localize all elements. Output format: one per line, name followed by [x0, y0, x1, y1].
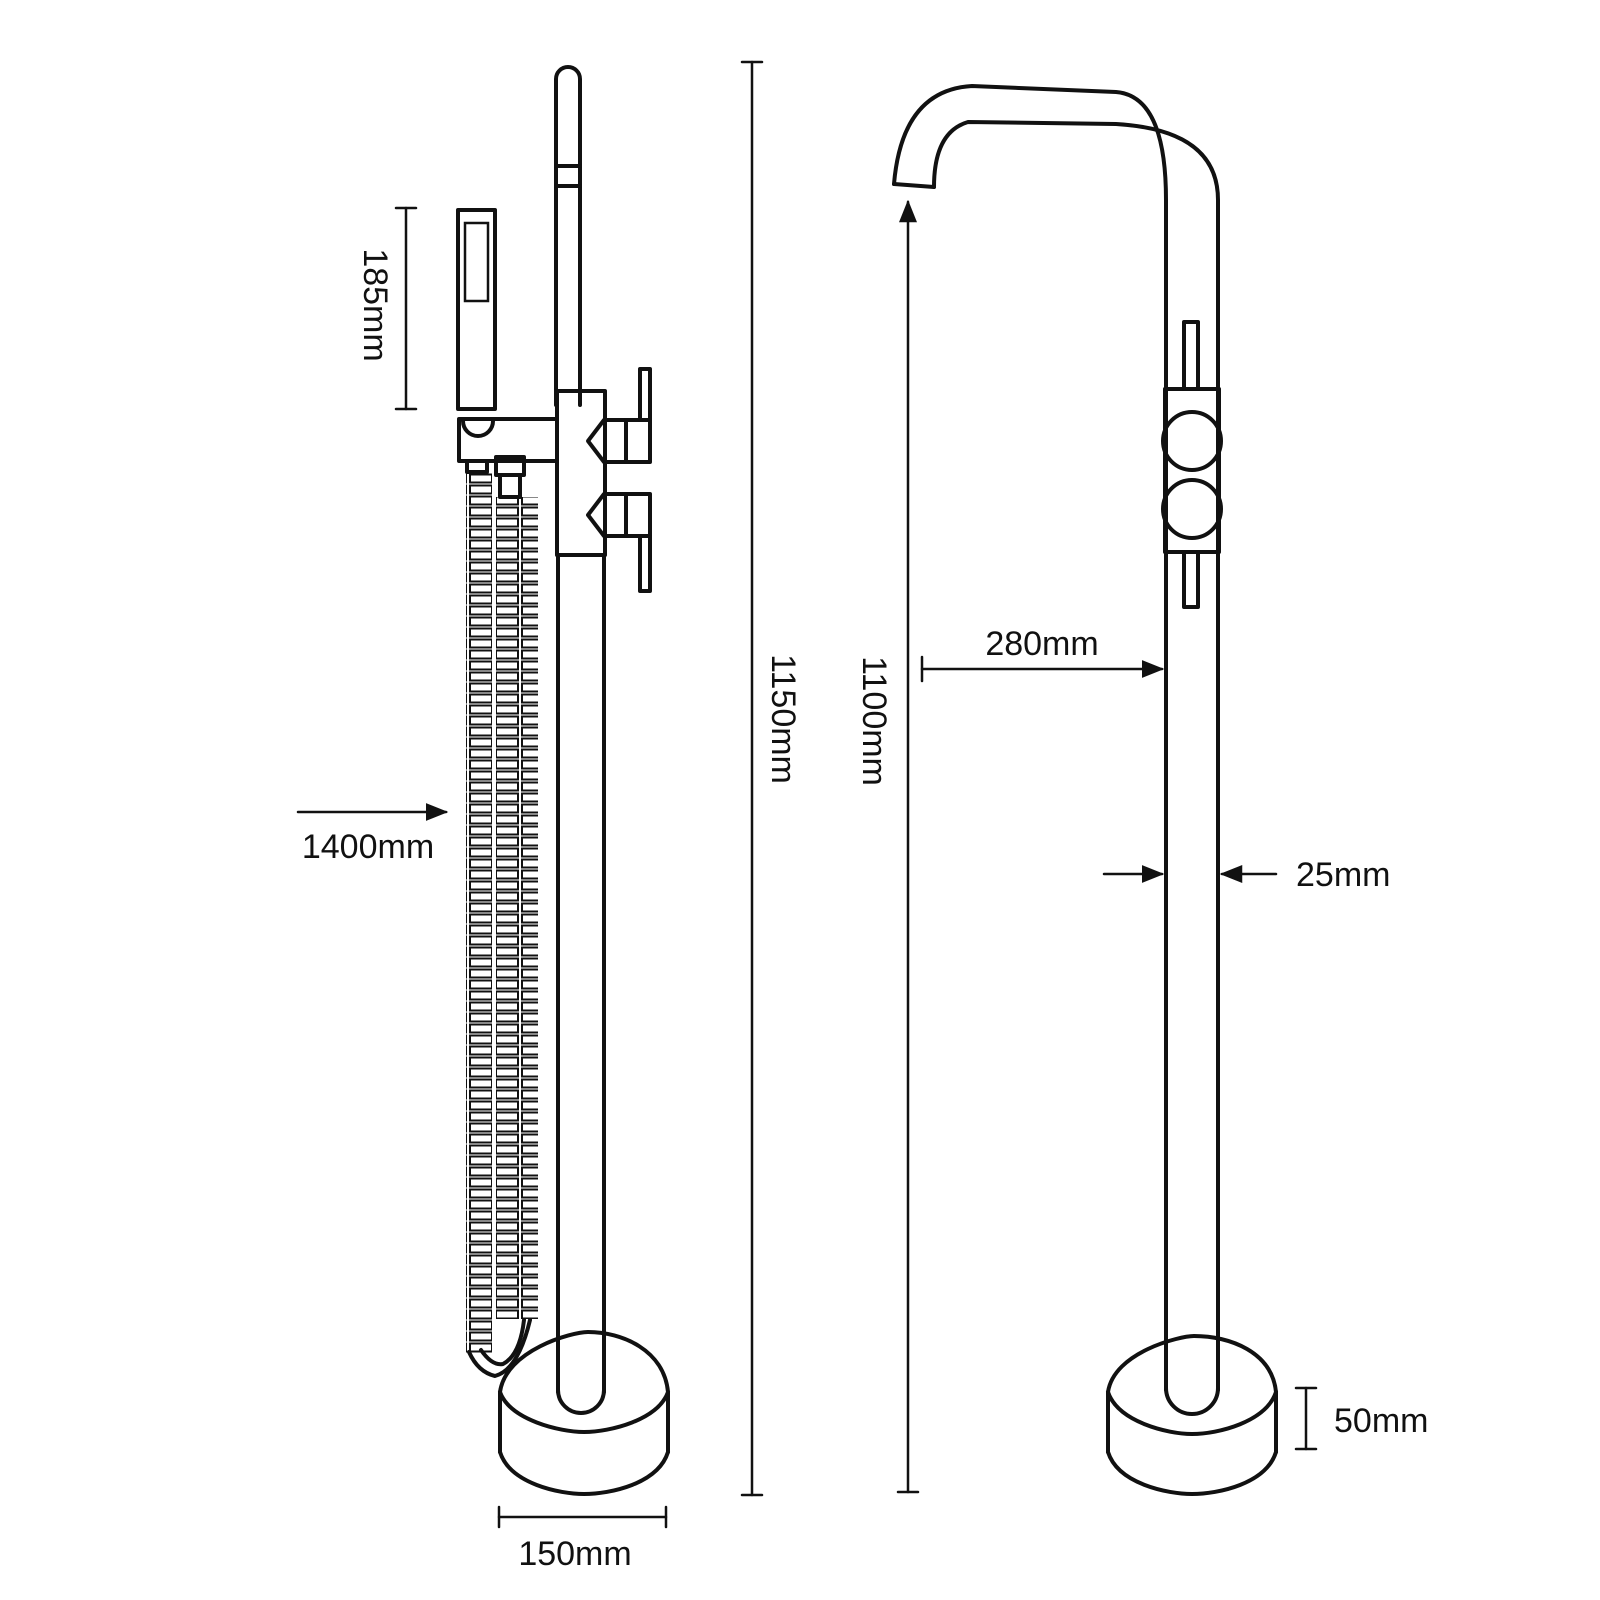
dim-total-height: 1150mm	[740, 60, 802, 1497]
dim-spout-reach: 280mm	[920, 625, 1165, 683]
handheld-length-label: 185mm	[356, 248, 394, 361]
right-faucet-drawing	[892, 84, 1278, 1496]
hose-length-label: 1400mm	[302, 828, 434, 866]
base-diameter-label: 150mm	[518, 1535, 631, 1573]
dim-base-height: 50mm	[1294, 1386, 1428, 1451]
left-faucet-drawing	[456, 65, 670, 1496]
total-height-label: 1150mm	[764, 654, 802, 784]
dim-spout-height: 1100mm	[855, 199, 920, 1494]
dim-pipe-diameter: 25mm	[1102, 856, 1390, 894]
spout-height-label: 1100mm	[855, 656, 893, 786]
dim-hose-length: 1400mm	[296, 803, 449, 866]
dim-base-diameter: 150mm	[497, 1505, 668, 1573]
pipe-diameter-label: 25mm	[1296, 856, 1390, 894]
dim-handheld-length: 185mm	[356, 206, 418, 411]
spout-reach-label: 280mm	[985, 625, 1098, 663]
base-height-label: 50mm	[1334, 1402, 1428, 1440]
